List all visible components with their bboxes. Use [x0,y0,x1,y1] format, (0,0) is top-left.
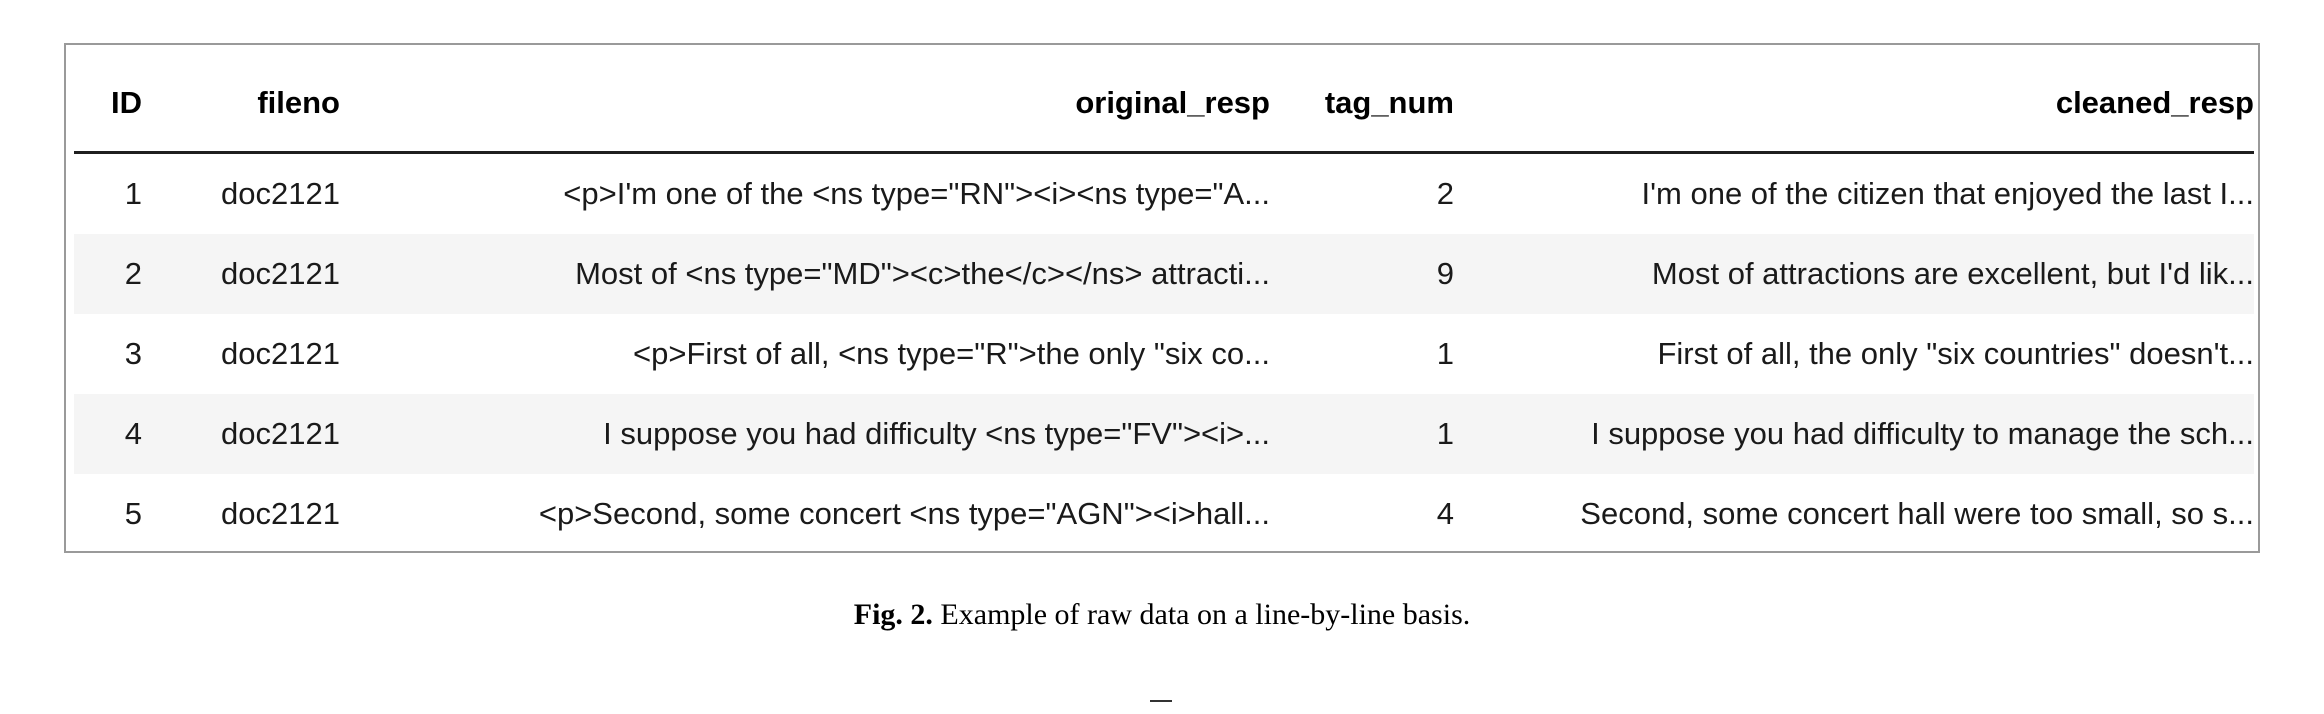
cell-fileno: doc2121 [221,176,340,211]
cell-cleaned-resp: Second, some concert hall were too small… [1580,496,2254,531]
cell-id: 5 [124,496,142,531]
header-tag-num: tag_num [1270,85,1454,154]
header-original-resp: original_resp [340,85,1270,154]
table-row: 3 doc2121 <p>First of all, <ns type="R">… [74,314,2254,394]
cell-tag-num: 1 [1436,336,1454,371]
header-cleaned-resp: cleaned_resp [1454,85,2254,154]
cell-original-resp: <p>First of all, <ns type="R">the only "… [633,336,1270,371]
page-mark [1150,700,1172,702]
table-row: 1 doc2121 <p>I'm one of the <ns type="RN… [74,153,2254,235]
dataframe-figure: ID fileno original_resp tag_num cleaned_… [64,43,2260,553]
cell-original-resp: <p>I'm one of the <ns type="RN"><i><ns t… [563,176,1270,211]
cell-cleaned-resp: First of all, the only "six countries" d… [1657,336,2254,371]
table-body: 1 doc2121 <p>I'm one of the <ns type="RN… [74,153,2254,555]
cell-cleaned-resp: I'm one of the citizen that enjoyed the … [1641,176,2255,211]
cell-original-resp: Most of <ns type="MD"><c>the</c></ns> at… [340,234,1270,314]
header-id: ID [74,85,142,154]
header-fileno: fileno [142,85,340,154]
cell-cleaned-resp: Most of attractions are excellent, but I… [1454,234,2254,314]
cell-fileno: doc2121 [221,496,340,531]
figure-caption-text: Example of raw data on a line-by-line ba… [940,598,1471,631]
table-row: 5 doc2121 <p>Second, some concert <ns ty… [74,474,2254,554]
figure-caption: Fig. 2. Example of raw data on a line-by… [0,598,2324,632]
figure-label: Fig. 2. [853,598,933,631]
cell-id: 1 [124,176,142,211]
cell-original-resp: <p>Second, some concert <ns type="AGN"><… [538,496,1270,531]
dataframe-table: ID fileno original_resp tag_num cleaned_… [74,85,2254,554]
table-row: 2 doc2121 Most of <ns type="MD"><c>the</… [74,234,2254,314]
table-header: ID fileno original_resp tag_num cleaned_… [74,85,2254,154]
cell-fileno: doc2121 [142,394,340,474]
cell-fileno: doc2121 [142,234,340,314]
cell-id: 2 [74,234,142,314]
cell-cleaned-resp: I suppose you had difficulty to manage t… [1454,394,2254,474]
cell-id: 4 [74,394,142,474]
cell-tag-num: 4 [1436,496,1454,531]
cell-id: 3 [124,336,142,371]
header-row: ID fileno original_resp tag_num cleaned_… [74,85,2254,154]
cell-original-resp: I suppose you had difficulty <ns type="F… [340,394,1270,474]
cell-tag-num: 2 [1436,176,1454,211]
cell-tag-num: 9 [1270,234,1454,314]
table-row: 4 doc2121 I suppose you had difficulty <… [74,394,2254,474]
cell-tag-num: 1 [1270,394,1454,474]
cell-fileno: doc2121 [221,336,340,371]
